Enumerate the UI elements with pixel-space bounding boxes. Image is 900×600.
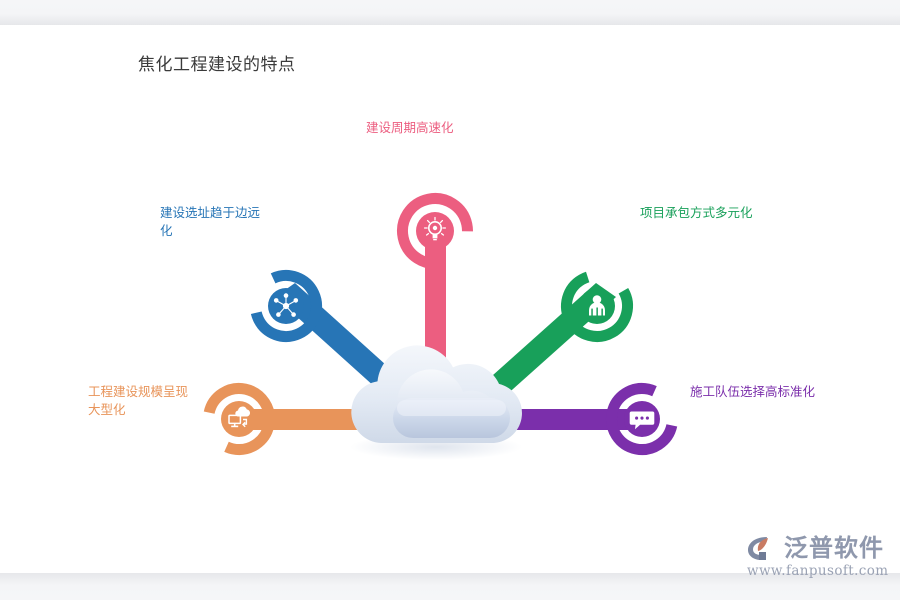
node-icon-pink[interactable]	[416, 212, 454, 250]
watermark-url: www.fanpusoft.com	[747, 563, 889, 579]
node-label-purple: 施工队伍选择高标准化	[690, 384, 816, 399]
connector-purple	[482, 409, 642, 430]
node-label-pink: 建设周期高速化	[366, 120, 454, 135]
network-nodes-icon	[273, 293, 299, 317]
top-gray-band	[0, 0, 900, 25]
node-ring-orange[interactable]	[203, 383, 275, 456]
node-label-orange: 工程建设规模呈现大型化	[88, 384, 189, 417]
connector-green	[474, 283, 616, 406]
chat-bubble-icon	[629, 411, 655, 430]
watermark: 泛普软件 www.fanpusoft.com	[746, 534, 889, 590]
lightbulb-icon	[423, 216, 447, 241]
node-icon-purple[interactable]	[624, 401, 660, 437]
bottom-gray-band	[0, 573, 900, 600]
node-ring-blue[interactable]	[245, 265, 326, 346]
node-label-blue: 建设选址趋于边远化	[160, 205, 261, 238]
watermark-brand: 泛普软件	[784, 534, 884, 562]
fanpu-logo-icon	[748, 537, 768, 560]
node-icon-green[interactable]	[579, 288, 615, 324]
node-icon-orange[interactable]	[221, 401, 257, 437]
page-title: 焦化工程建设的特点	[138, 55, 296, 75]
node-icon-blue[interactable]	[268, 288, 304, 324]
cloud-icon	[350, 345, 522, 460]
node-ring-purple[interactable]	[606, 383, 678, 455]
cloud-computing-icon	[228, 406, 251, 428]
person-icon	[589, 295, 605, 316]
node-ring-green[interactable]	[555, 264, 638, 347]
node-label-green: 项目承包方式多元化	[640, 205, 753, 220]
